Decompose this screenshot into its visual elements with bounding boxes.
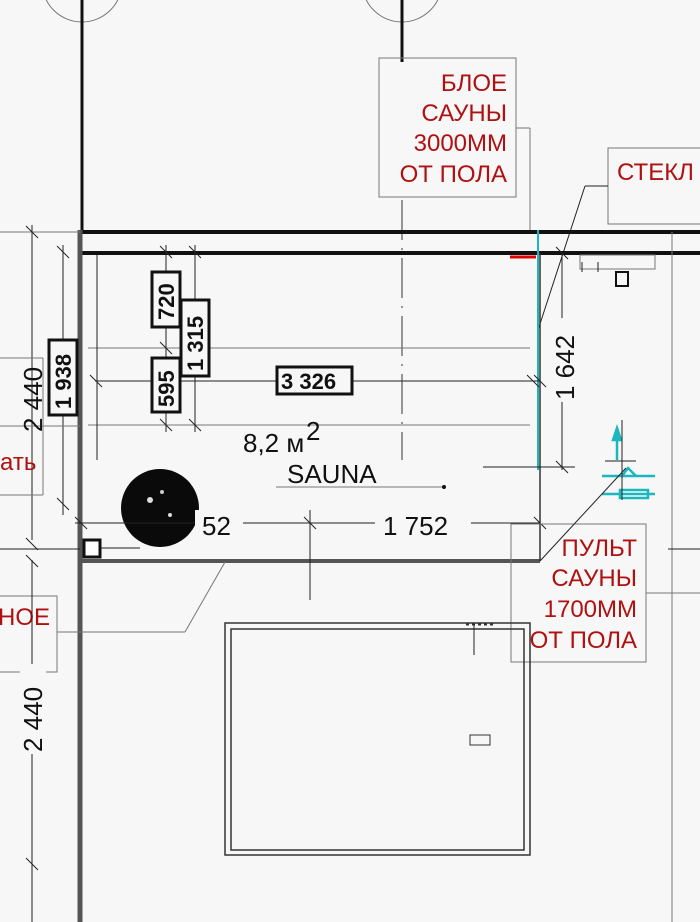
callout-line: НОЕ <box>0 604 50 631</box>
callout-line: СТЕКЛ <box>617 159 694 186</box>
callout-line: ОТ ПОЛА <box>530 627 637 654</box>
callout-line: ОТ ПОЛА <box>400 161 507 188</box>
dim-1752: 1 752 <box>383 511 448 541</box>
callout-line: БЛОЕ <box>441 70 507 97</box>
callout-sauna-panel: ПУЛЬТ САУНЫ 1700ММ ОТ ПОЛА <box>510 467 647 663</box>
callout-sauna-ceiling: БЛОЕ САУНЫ 3000ММ ОТ ПОЛА <box>378 57 531 232</box>
callout-line: 3000ММ <box>414 130 507 157</box>
callout-line: САУНЫ <box>551 565 637 592</box>
bathtub-outline <box>224 622 531 856</box>
dim-box-3326: 3 326 <box>275 365 354 396</box>
dim-595: 595 <box>154 370 179 407</box>
dim-52: 52 <box>202 511 231 541</box>
dim-3326: 3 326 <box>281 369 336 394</box>
water-outlet-icon <box>602 424 655 500</box>
partial-label-left: ать <box>0 449 36 476</box>
dim-720: 720 <box>154 283 179 320</box>
dim-1642: 1 642 <box>550 335 580 400</box>
drain-icon <box>82 538 102 559</box>
room-area-superscript: 2 <box>306 416 320 446</box>
room-name: SAUNA <box>287 459 377 489</box>
callout-left-partial: НОЕ <box>0 561 226 673</box>
dim-box-720: 720 <box>150 270 182 329</box>
sauna-stove-icon <box>121 469 199 547</box>
room-area: 8,2 м <box>243 428 304 458</box>
dim-2440-top: 2 440 <box>18 367 48 432</box>
dim-2440-bottom: 2 440 <box>18 687 48 752</box>
dim-box-595: 595 <box>150 356 182 414</box>
callout-line: ПУЛЬТ <box>562 535 638 562</box>
callout-line: 1700ММ <box>544 596 637 623</box>
dim-1938: 1 938 <box>51 354 76 409</box>
dim-box-1938: 1 938 <box>47 338 79 417</box>
fixture-icon <box>579 254 656 287</box>
callout-glass: СТЕКЛ <box>537 147 700 331</box>
dim-1315: 1 315 <box>183 316 208 371</box>
dim-box-1315: 1 315 <box>179 298 211 378</box>
callout-line: САУНЫ <box>421 100 507 127</box>
